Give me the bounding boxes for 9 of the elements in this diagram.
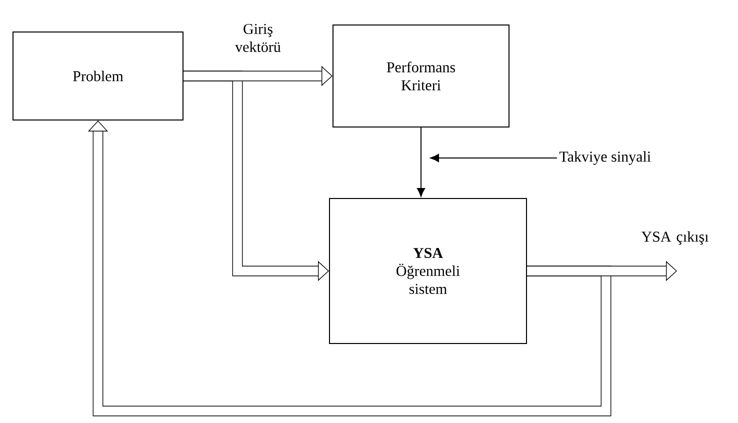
arrow: [430, 154, 558, 162]
hollow-arrow: [88, 120, 612, 416]
process-box: Performans Kriteri: [332, 24, 510, 128]
process-box: Problem: [12, 32, 184, 120]
signal-label: Takviye sinyali: [559, 151, 651, 165]
edge-label: Giriş vektörü: [222, 22, 294, 54]
process-box: YSA Öğrenmeli sistem: [329, 198, 527, 344]
edge-label: YSA çıkışı: [639, 230, 711, 246]
arrow: [416, 127, 426, 197]
